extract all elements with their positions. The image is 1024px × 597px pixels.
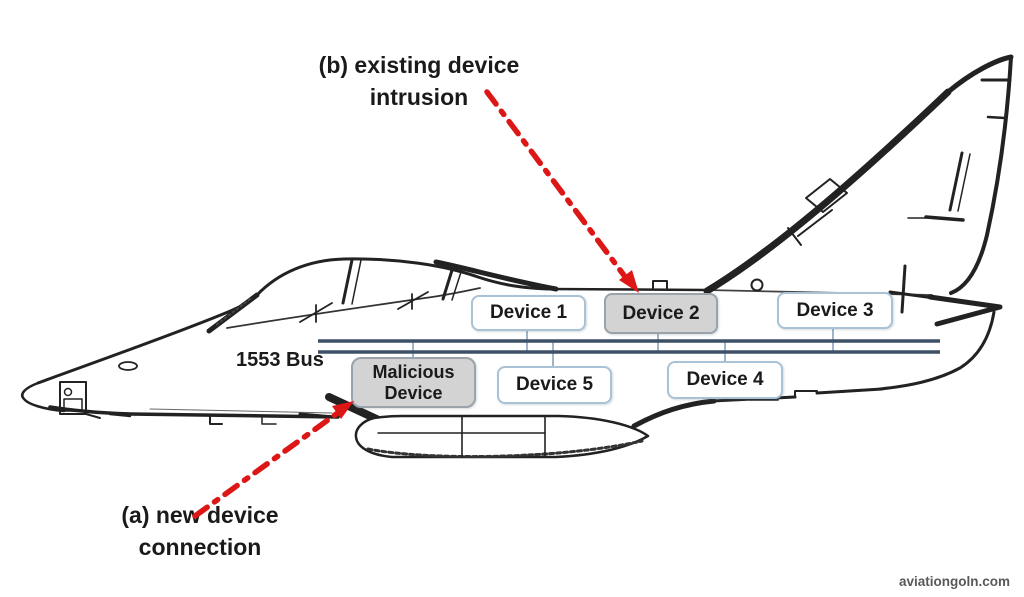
fuel-pod	[354, 414, 650, 459]
device4-label: Device 4	[686, 369, 764, 391]
device3-box: Device 3	[777, 292, 893, 329]
device5-box: Device 5	[497, 366, 612, 404]
annotation-b-existing-device-intrusion: (b) existing device intrusion	[318, 52, 520, 110]
bus-1553-lines	[318, 339, 940, 354]
malicious-device-box: Malicious Device	[351, 357, 476, 408]
device5-label: Device 5	[515, 374, 594, 396]
device3-label: Device 3	[796, 299, 874, 321]
device1-label: Device 1	[489, 302, 568, 324]
device4-box: Device 4	[667, 361, 783, 399]
bus-1553-label: 1553 Bus	[236, 349, 324, 371]
device2-label: Device 2	[622, 302, 700, 324]
malicious-device-label: Malicious Device	[372, 361, 455, 403]
device2-box: Device 2	[604, 293, 718, 334]
annotation-a-new-device-connection: (a) new device connection	[121, 502, 279, 560]
watermark-text: aviationgoln.com	[898, 574, 1010, 589]
aircraft-fuselage	[21, 54, 1014, 459]
device1-box: Device 1	[471, 295, 586, 331]
